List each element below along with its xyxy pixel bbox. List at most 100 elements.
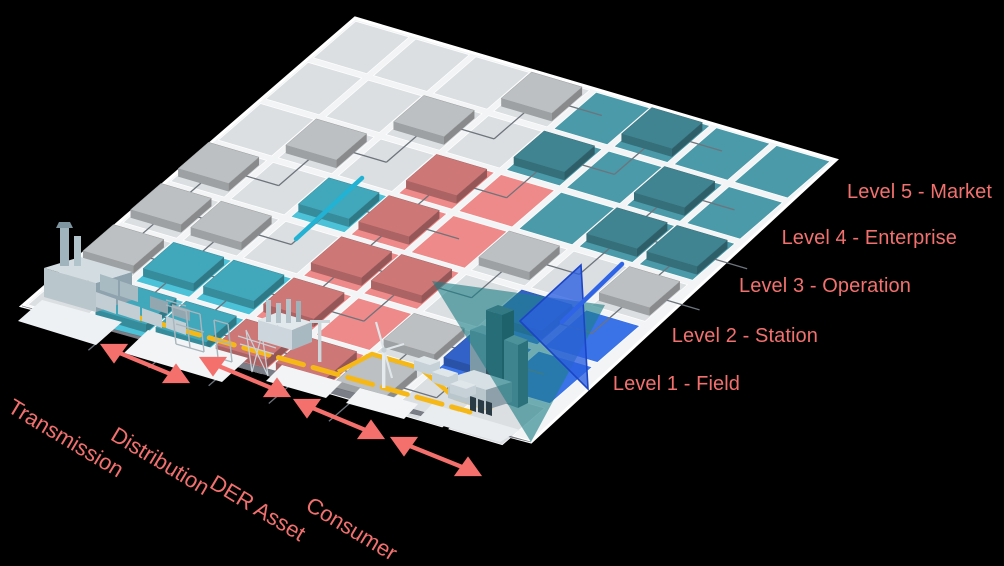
node-side (621, 133, 672, 157)
grid-cell (372, 38, 471, 92)
node-side (443, 110, 475, 145)
grid-cell (553, 91, 651, 146)
node-side (371, 280, 422, 304)
transmission-tower-icon (237, 329, 277, 377)
node-side (646, 251, 698, 275)
grid-node-box (585, 207, 668, 257)
node-side (478, 257, 530, 281)
node-top (598, 266, 681, 309)
node-top (130, 183, 212, 225)
grid-cell (315, 297, 413, 351)
node-side (253, 274, 285, 310)
node-top (190, 200, 273, 243)
node-side (82, 250, 134, 274)
node-side (456, 169, 487, 204)
wind-turbine-icon (374, 321, 405, 388)
node-side (241, 216, 272, 251)
transmission-substation-icon (165, 299, 233, 363)
node-side (203, 286, 254, 310)
node-side (358, 221, 409, 245)
grid-node-box (285, 118, 368, 169)
node-side (406, 180, 457, 204)
grid-cell (685, 186, 784, 240)
level-label-4: Level 4 - Enterprise (781, 227, 957, 249)
utility-pole-icon (310, 320, 330, 362)
node-side (501, 98, 552, 122)
grid-node-box (478, 230, 561, 281)
node-side (336, 133, 367, 169)
node-side (361, 251, 392, 286)
grid-cell (230, 162, 328, 216)
node-side (143, 268, 194, 292)
node-side (285, 145, 337, 169)
node-side (190, 227, 242, 251)
grid-cell (673, 127, 771, 181)
grid-node-box (392, 95, 475, 145)
node-top (177, 141, 260, 184)
node-top (202, 259, 285, 302)
node-side (206, 316, 237, 351)
grid-cell (242, 220, 340, 275)
node-side (551, 86, 583, 122)
node-side (586, 233, 637, 257)
grid-node-box (500, 71, 583, 122)
node-side (181, 198, 212, 233)
arrow-consumer (389, 436, 483, 477)
grid-cell (457, 174, 556, 228)
node-side (313, 292, 345, 328)
node-side (178, 168, 229, 192)
node-side (348, 192, 380, 227)
grid-node-box (202, 259, 285, 310)
node-top (262, 277, 345, 320)
zone-connector-lines (293, 175, 625, 325)
grid-node-box (190, 200, 273, 251)
grid-cell (217, 103, 315, 157)
grid-cell (325, 79, 423, 133)
level-label-3: Level 3 - Operation (739, 275, 911, 297)
grid-node-box (357, 195, 440, 245)
grid-node-box (130, 183, 212, 233)
node-side (636, 222, 668, 257)
node-top (82, 224, 165, 267)
node-side (529, 245, 560, 281)
grid-cell (265, 61, 363, 116)
node-side (133, 239, 164, 274)
node-top (585, 207, 668, 250)
grid-node-box (310, 236, 393, 286)
node-side (564, 145, 595, 181)
node-side (228, 157, 260, 192)
grid-cell (445, 115, 543, 169)
arrow-der-asset (292, 398, 386, 440)
overlay-blue-cone (518, 263, 589, 392)
domain-range-arrows (99, 343, 483, 477)
node-top (405, 154, 488, 196)
grid-cell (518, 191, 616, 246)
node-top (357, 195, 440, 238)
node-top (310, 236, 393, 279)
grid-cell (733, 145, 831, 199)
node-top (142, 242, 225, 284)
node-side (434, 328, 465, 363)
node-side (684, 181, 715, 216)
grid-node-box (177, 141, 260, 192)
power-plant-icon (44, 222, 190, 335)
node-side (671, 122, 703, 157)
grid-cell (565, 150, 663, 204)
arrow-transmission (99, 343, 191, 384)
node-top (513, 130, 596, 173)
arrow-distribution (198, 356, 292, 398)
grid-node-box (405, 154, 488, 204)
grid-node-box (513, 130, 596, 181)
node-side (393, 121, 444, 145)
node-top (620, 107, 703, 150)
grid-node-box (598, 266, 681, 316)
node-top (646, 225, 728, 267)
grid-node-box (370, 254, 453, 304)
node-side (697, 240, 728, 275)
node-side (193, 257, 225, 292)
grid-node-box (633, 166, 716, 216)
node-side (598, 292, 650, 316)
grid-node-box (82, 224, 165, 274)
